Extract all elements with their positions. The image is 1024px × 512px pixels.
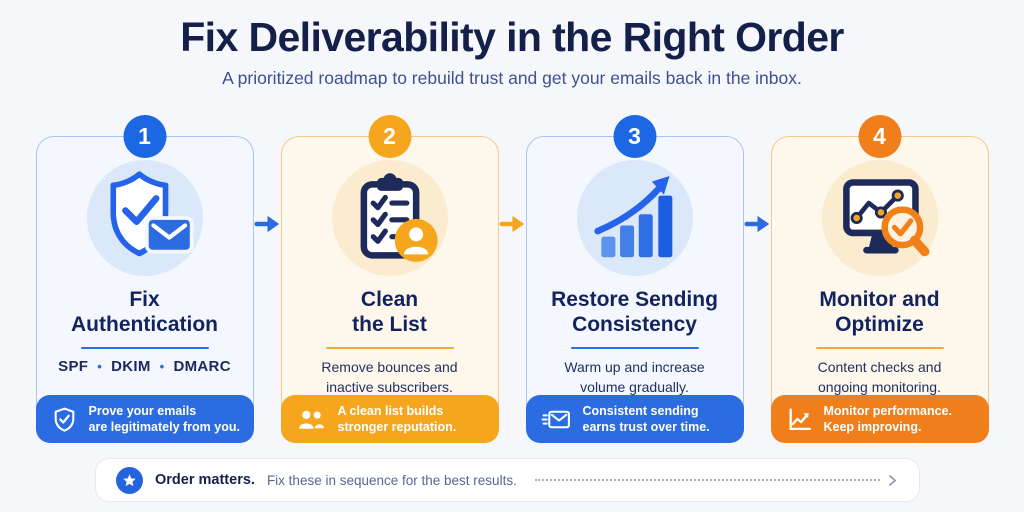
- step-description: Remove bounces and inactive subscribers.: [282, 358, 498, 398]
- header: Fix Deliverability in the Right Order A …: [0, 0, 1024, 89]
- step-footer-text: Monitor performance. Keep improving.: [824, 403, 953, 436]
- bullet-separator: •: [97, 359, 103, 375]
- shield-email-icon: [86, 160, 203, 276]
- step-title-line1: Restore Sending: [551, 288, 718, 311]
- step-card-fix-authentication: 1 Fix Authentication SPF • DKIM • DMARC: [35, 115, 254, 443]
- arrow-step2-step3: [498, 136, 526, 443]
- step-title-line2: the List: [352, 313, 427, 337]
- page-title: Fix Deliverability in the Right Order: [180, 14, 844, 60]
- users-icon: [298, 410, 324, 429]
- step-card-clean-the-list: 2 Clean the List Remove bounce: [280, 115, 499, 443]
- banner-text: Fix these in sequence for the best resul…: [266, 472, 517, 488]
- footer-line2: are legitimately from you.: [88, 420, 240, 434]
- order-matters-banner: Order matters. Fix these in sequence for…: [95, 458, 920, 502]
- desc-line2: volume gradually.: [580, 379, 689, 396]
- star-icon: [116, 466, 143, 494]
- step-title: Restore Sending Consistency: [527, 287, 743, 337]
- step-footer-text: Prove your emails are legitimately from …: [89, 403, 240, 436]
- step-number-badge: 2: [368, 115, 411, 158]
- step-title-line2: Authentication: [71, 313, 218, 337]
- footer-line1: Monitor performance.: [823, 403, 953, 418]
- step-title-line1: Monitor and: [819, 288, 940, 311]
- dotted-line: [534, 479, 880, 481]
- page-subtitle: A prioritized roadmap to rebuild trust a…: [222, 68, 802, 88]
- steps-row: 1 Fix Authentication SPF • DKIM • DMARC: [0, 115, 1024, 443]
- monitor-search-icon: [821, 160, 938, 276]
- chevron-right-icon: [888, 474, 897, 486]
- step-footer-banner: Consistent sending earns trust over time…: [525, 395, 744, 443]
- step-footer-banner: Monitor performance. Keep improving.: [770, 395, 989, 443]
- step-title: Clean the List: [282, 287, 498, 337]
- step-footer-banner: Prove your emails are legitimately from …: [35, 395, 254, 443]
- banner-emphasis-text: Order matters.: [155, 472, 255, 488]
- protocol-dkim: DKIM: [111, 358, 151, 376]
- bullet-separator: •: [159, 359, 165, 375]
- arrow-step3-step4: [743, 136, 771, 443]
- step-footer-banner: A clean list builds stronger reputation.: [280, 395, 499, 443]
- protocol-spf: SPF: [58, 358, 89, 376]
- footer-line1: Prove your emails: [88, 403, 197, 418]
- auth-protocols: SPF • DKIM • DMARC: [37, 358, 253, 375]
- checklist-user-icon: [331, 160, 448, 276]
- protocol-dmarc: DMARC: [173, 358, 231, 376]
- step-description: Warm up and increase volume gradually.: [527, 358, 743, 398]
- step-title-line2: Consistency: [572, 313, 697, 337]
- step-title: Monitor and Optimize: [772, 287, 988, 337]
- step-footer-text: A clean list builds stronger reputation.: [338, 403, 457, 436]
- step-description: Content checks and ongoing monitoring.: [772, 358, 988, 398]
- footer-line1: A clean list builds: [337, 403, 444, 418]
- step-number-badge: 1: [123, 115, 166, 158]
- divider: [80, 347, 209, 350]
- step-footer-text: Consistent sending earns trust over time…: [583, 403, 710, 436]
- desc-line1: Content checks and: [817, 359, 942, 376]
- divider: [815, 347, 944, 350]
- desc-line2: ongoing monitoring.: [818, 379, 941, 396]
- step-title-line1: Clean: [360, 288, 419, 311]
- shield-check-icon: [54, 407, 74, 432]
- desc-line2: inactive subscribers.: [326, 379, 453, 396]
- sending-email-icon: [541, 410, 570, 428]
- divider: [570, 347, 699, 350]
- step-card-restore-sending-consistency: 3 Restore Sending Consistency Warm up an…: [525, 115, 744, 443]
- step-number-badge: 4: [858, 115, 901, 158]
- desc-line1: Remove bounces and: [321, 359, 458, 376]
- divider: [325, 347, 454, 350]
- step-card-monitor-and-optimize: 4 Monitor and Optimize Content checks an…: [770, 115, 989, 443]
- footer-line1: Consistent sending: [582, 403, 699, 418]
- footer-line2: earns trust over time.: [582, 420, 710, 434]
- step-title-line2: Optimize: [835, 313, 924, 337]
- desc-line1: Warm up and increase: [564, 359, 705, 376]
- growth-chart-icon: [576, 160, 693, 276]
- footer-line2: Keep improving.: [823, 420, 922, 434]
- step-title-line1: Fix: [129, 288, 160, 311]
- step-title: Fix Authentication: [37, 287, 253, 337]
- performance-chart-icon: [789, 407, 811, 430]
- arrow-step1-step2: [253, 136, 281, 443]
- footer-line2: stronger reputation.: [337, 420, 457, 434]
- step-number-badge: 3: [613, 115, 656, 158]
